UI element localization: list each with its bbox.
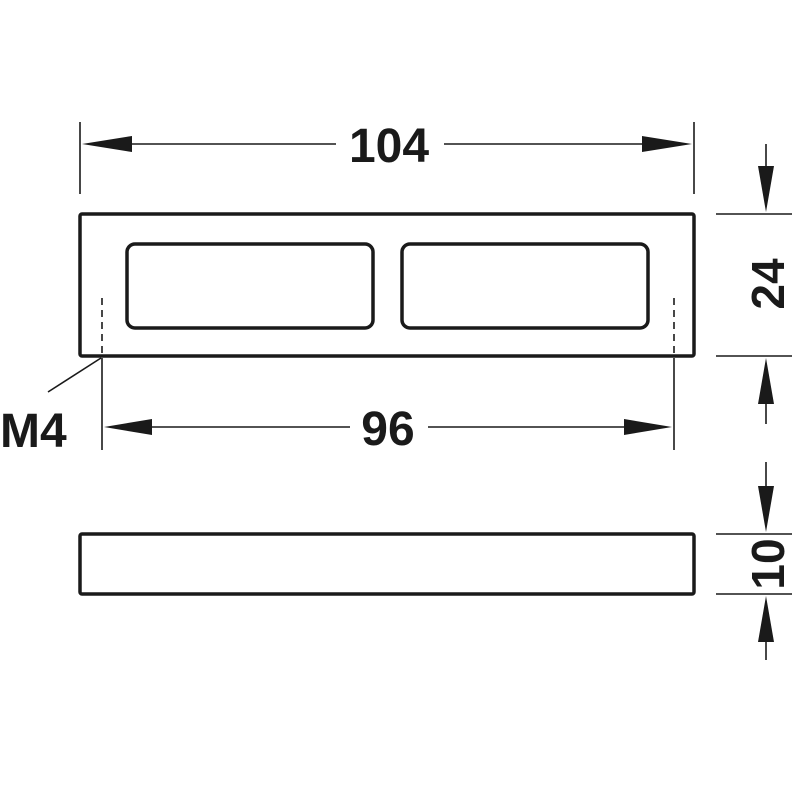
dim-10-label: 10	[742, 538, 792, 589]
right-slot	[400, 242, 650, 330]
dim-104-label: 104	[349, 120, 429, 173]
left-slot	[125, 242, 375, 330]
dim-24-arrow-top	[758, 166, 774, 212]
m4-callout-label: M4	[0, 405, 67, 458]
dim-96-arrow-right	[624, 419, 672, 435]
dim-24-arrow-bottom	[758, 358, 774, 404]
dim-96-label: 96	[361, 403, 414, 456]
dim-10-arrow-top	[758, 486, 774, 532]
dim-96-arrow-left	[104, 419, 152, 435]
dim-10-arrow-bottom	[758, 596, 774, 642]
m4-leader-line	[47, 357, 102, 393]
dim-24-label: 24	[742, 258, 792, 310]
handle-side-view-outline	[78, 532, 696, 596]
handle-top-view-outline	[78, 212, 696, 358]
dim-104-arrow-right	[642, 136, 692, 152]
dim-104-arrow-left	[82, 136, 132, 152]
